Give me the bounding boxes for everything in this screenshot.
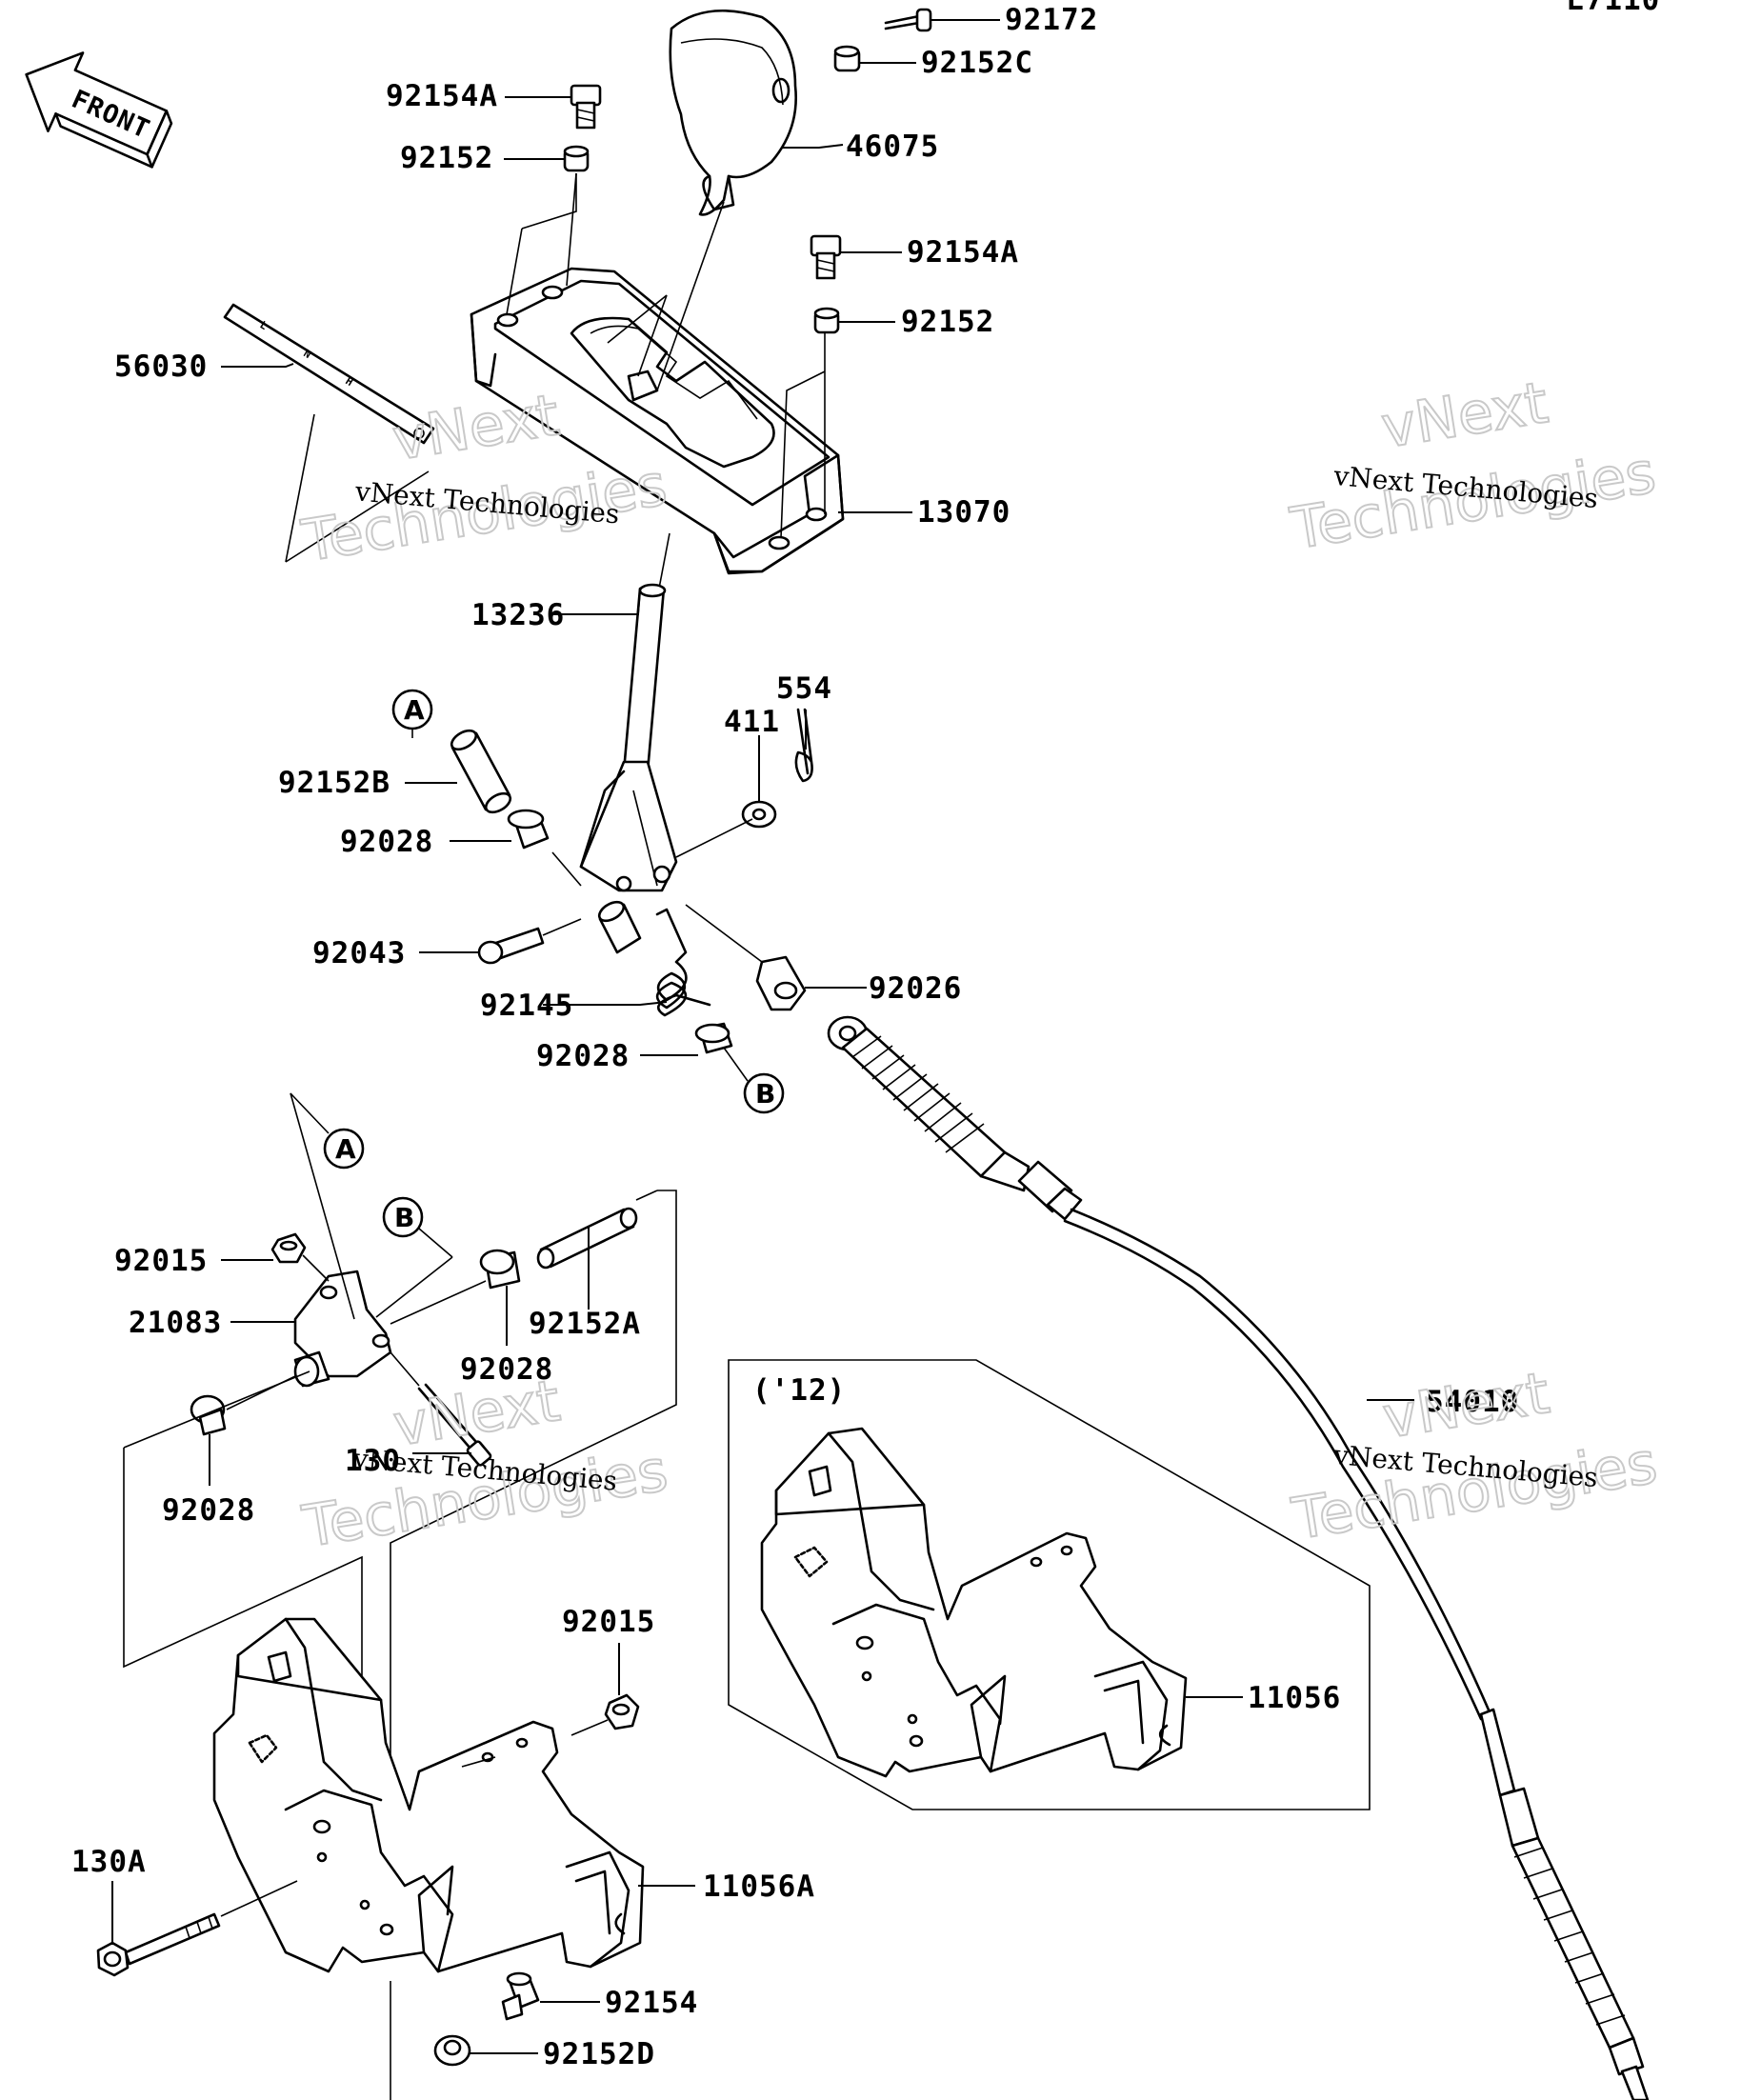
- label-11056A: 11056A: [703, 1870, 815, 1904]
- shift-decal-56030: L N H: [223, 303, 435, 563]
- label-130A: 130A: [71, 1845, 147, 1879]
- shift-cable-54010: [827, 1015, 1650, 2100]
- year-note: ('12): [752, 1373, 846, 1408]
- label-92015-1: 92015: [114, 1244, 208, 1278]
- washer-411: [675, 800, 777, 858]
- nut-92015-2: [570, 1693, 640, 1736]
- bracket-11056: [760, 1427, 1188, 1778]
- shift-lever-13236: [579, 583, 678, 892]
- pin-92043: [477, 918, 582, 965]
- bracket-11056A: [212, 1617, 645, 1973]
- label-13236: 13236: [471, 598, 565, 632]
- collar-92152A: [536, 1207, 638, 1270]
- label-92145: 92145: [480, 989, 573, 1023]
- bushing-92028-1: [507, 809, 582, 887]
- bushing-92028-3: [390, 1249, 521, 1325]
- label-92043: 92043: [312, 936, 406, 970]
- svg-text:vNext: vNext: [1378, 1360, 1553, 1452]
- bolt-92154: [501, 1971, 540, 2021]
- collar-92152D: [433, 2034, 471, 2067]
- label-92028-2: 92028: [536, 1039, 630, 1073]
- bushing-92028-4: [190, 1375, 296, 1436]
- label-92015-2: 92015: [562, 1605, 655, 1639]
- collar-92152B: [450, 729, 512, 814]
- shift-arm-21083: [293, 1270, 392, 1388]
- bolt-92172: [884, 8, 932, 32]
- clamp-92026: [685, 904, 807, 1011]
- label-92028-1: 92028: [340, 825, 433, 859]
- label-92152B: 92152B: [278, 766, 390, 800]
- front-arrow-icon: FRONT: [25, 51, 173, 169]
- label-92028-4: 92028: [162, 1493, 255, 1528]
- nut-92015-1: [270, 1232, 330, 1282]
- svg-text:B: B: [755, 1078, 775, 1110]
- svg-text:vNext: vNext: [1377, 370, 1552, 462]
- label-92152-1: 92152: [400, 141, 493, 175]
- label-554: 554: [776, 671, 832, 706]
- label-11056: 11056: [1248, 1681, 1341, 1715]
- bolt-130: [390, 1351, 492, 1467]
- ref-mark-a-2: A: [290, 1092, 365, 1320]
- label-54010: 54010: [1426, 1385, 1519, 1419]
- label-21083: 21083: [129, 1306, 222, 1340]
- label-92154A-2: 92154A: [907, 235, 1019, 270]
- collar-92152-2: [813, 307, 840, 334]
- label-411: 411: [724, 705, 780, 739]
- svg-text:A: A: [335, 1133, 356, 1165]
- label-92028-3: 92028: [460, 1352, 553, 1387]
- label-92154: 92154: [605, 1986, 698, 2020]
- label-56030: 56030: [114, 350, 208, 384]
- bushing-92028-2: [694, 1022, 749, 1082]
- label-46075: 46075: [846, 130, 939, 164]
- collar-92152C: [833, 45, 861, 72]
- label-92154A-1: 92154A: [386, 79, 498, 113]
- bolt-92154A-2: [810, 234, 842, 280]
- bolt-92154A-1: [570, 84, 602, 130]
- svg-text:B: B: [394, 1202, 414, 1233]
- shift-knob-46075: [669, 9, 797, 216]
- ref-mark-b-1: B: [743, 1072, 785, 1114]
- svg-text:A: A: [404, 694, 425, 726]
- watermark-2: vNext Technologies vNext Technologies: [1285, 369, 1661, 564]
- label-13070: 13070: [917, 495, 1011, 530]
- collar-92152-1: [563, 145, 590, 172]
- leader-lines: [111, 19, 1414, 2054]
- shift-console-13070: [470, 267, 845, 575]
- label-92152A: 92152A: [529, 1307, 641, 1341]
- label-130: 130: [345, 1444, 401, 1478]
- label-92172: 92172: [1005, 3, 1098, 37]
- watermark-3: vNext Technologies vNext Technologies: [297, 1367, 673, 1562]
- label-92152C: 92152C: [921, 46, 1033, 80]
- svg-text:vNext: vNext: [389, 382, 564, 474]
- inset-box-12: ('12): [728, 1359, 1371, 1810]
- label-92152D: 92152D: [543, 2037, 655, 2071]
- spring-92145: [597, 900, 711, 1017]
- ref-mark-a-1: A: [391, 689, 433, 738]
- cotter-pin-554: [794, 708, 813, 783]
- diagram-code: E7110: [1567, 0, 1660, 17]
- bolt-130A: [96, 1880, 298, 1977]
- label-92152-2: 92152: [901, 305, 994, 339]
- ref-mark-b-2: B: [375, 1196, 453, 1318]
- label-92026: 92026: [869, 971, 962, 1006]
